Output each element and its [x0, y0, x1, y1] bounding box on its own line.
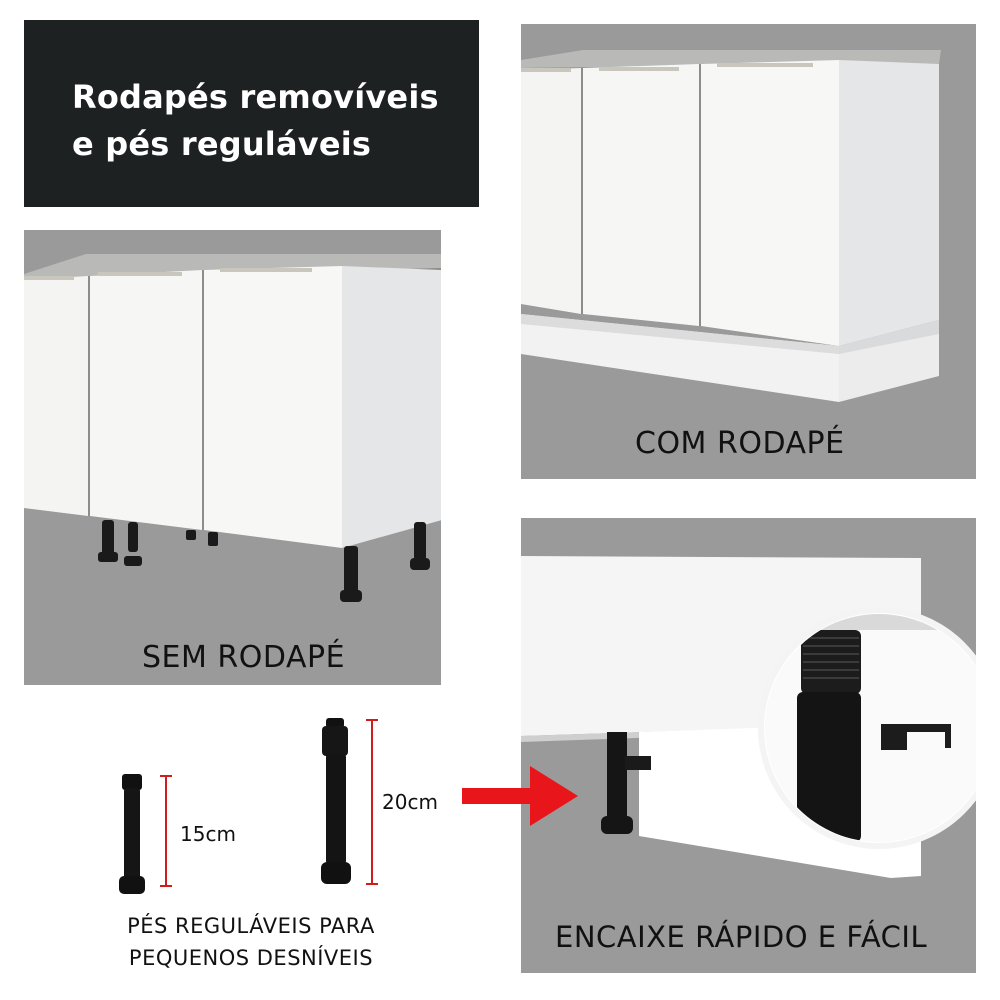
cabinet-with-baseboard-illustration	[521, 50, 941, 402]
large-foot-icon	[321, 718, 351, 884]
large-foot-label: 20cm	[382, 790, 438, 814]
feet-description-line-1: PÉS REGULÁVEIS PARA	[127, 914, 375, 938]
com-rodape-panel: COM RODAPÉ	[521, 24, 976, 479]
baseboard-clip-illustration	[521, 556, 976, 878]
large-foot-measure-line	[366, 719, 378, 885]
title-line-1: Rodapés removíveis	[72, 78, 439, 116]
small-foot-measure-line	[160, 775, 172, 887]
encaixe-panel: ENCAIXE RÁPIDO E FÁCIL	[521, 518, 976, 973]
cabinet-without-baseboard-illustration	[24, 254, 441, 602]
com-rodape-caption: COM RODAPÉ	[635, 426, 845, 461]
feet-description-line-2: PEQUENOS DESNÍVEIS	[128, 946, 374, 970]
sem-rodape-panel: SEM RODAPÉ	[24, 230, 441, 685]
title-text: Rodapés removíveis e pés reguláveis	[72, 74, 439, 168]
title-banner: Rodapés removíveis e pés reguláveis	[24, 20, 479, 207]
small-foot-icon	[119, 774, 145, 894]
sem-rodape-caption: SEM RODAPÉ	[142, 640, 346, 675]
encaixe-caption: ENCAIXE RÁPIDO E FÁCIL	[555, 920, 928, 954]
feet-description: PÉS REGULÁVEIS PARA PEQUENOS DESNÍVEIS	[96, 910, 406, 974]
small-foot-label: 15cm	[180, 822, 236, 846]
title-line-2: e pés reguláveis	[72, 125, 372, 163]
red-arrow-icon	[462, 766, 578, 826]
